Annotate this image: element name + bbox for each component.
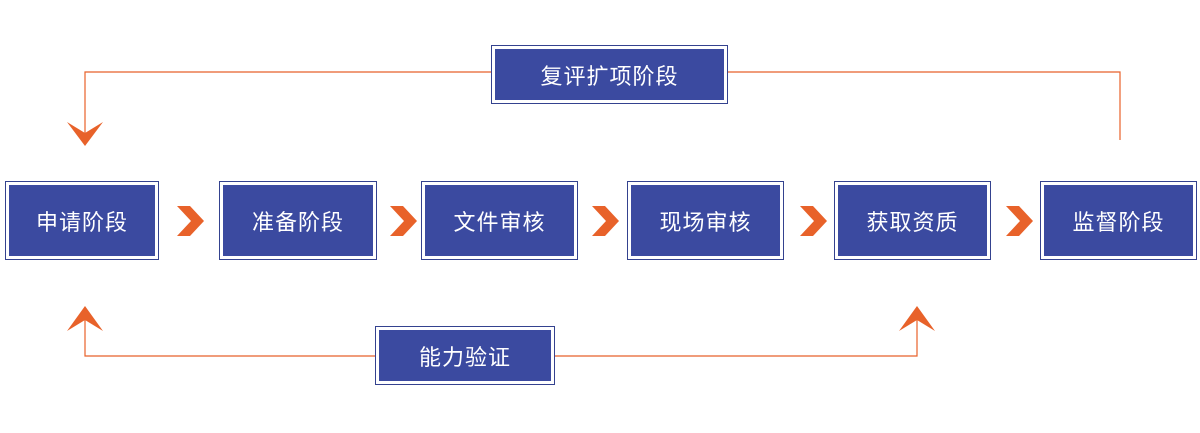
up-arrow-icon: [67, 306, 103, 331]
review-loop-line-left: [84, 71, 491, 140]
document-review-stage-box: 文件审核: [421, 181, 578, 260]
chevron-right-icon: [177, 206, 204, 236]
review-expansion-stage-label: 复评扩项阶段: [495, 49, 724, 100]
capability-verification-label: 能力验证: [379, 330, 551, 381]
obtain-qualification-stage-box: 获取资质: [834, 181, 991, 260]
supervision-stage-box: 监督阶段: [1040, 181, 1197, 260]
review-loop-line: [728, 71, 1121, 140]
preparation-stage-box: 准备阶段: [219, 181, 377, 260]
stage-label: 申请阶段: [9, 185, 155, 256]
stage-label: 现场审核: [631, 185, 780, 256]
chevron-right-icon: [1006, 206, 1033, 236]
chevron-right-icon: [592, 206, 619, 236]
chevron-right-icon: [390, 206, 417, 236]
down-arrow-icon: [67, 122, 103, 146]
stage-label: 准备阶段: [223, 185, 373, 256]
capability-line-right: [555, 315, 918, 357]
review-expansion-stage-box: 复评扩项阶段: [491, 45, 728, 104]
up-arrow-icon: [899, 306, 935, 331]
stage-label: 文件审核: [425, 185, 574, 256]
onsite-review-stage-box: 现场审核: [627, 181, 784, 260]
capability-line-left: [84, 315, 375, 357]
application-stage-box: 申请阶段: [5, 181, 159, 260]
stage-label: 获取资质: [838, 185, 987, 256]
capability-verification-box: 能力验证: [375, 326, 555, 385]
chevron-right-icon: [800, 206, 827, 236]
stage-label: 监督阶段: [1044, 185, 1193, 256]
